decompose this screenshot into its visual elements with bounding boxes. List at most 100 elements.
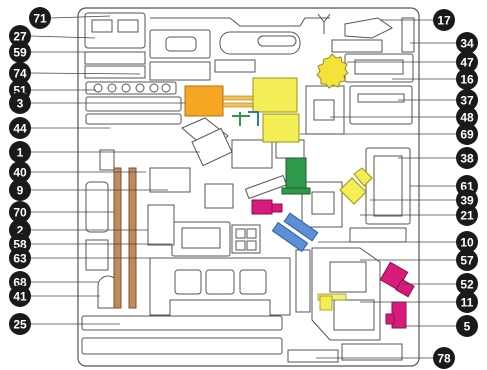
badge-circle xyxy=(9,201,31,223)
badge-circle xyxy=(456,51,478,73)
part-orange-box xyxy=(184,85,224,117)
badge-circle xyxy=(456,273,478,295)
badge-circle xyxy=(433,9,455,31)
badge-circle xyxy=(9,141,31,163)
badge-number: 69 xyxy=(460,127,474,141)
part-blue xyxy=(271,221,309,253)
badge-circle xyxy=(456,291,478,313)
badge-number: 41 xyxy=(13,289,27,303)
callout-badge-right-6: 69 xyxy=(456,123,478,145)
badge-number: 39 xyxy=(460,193,474,207)
badge-circle xyxy=(456,89,478,111)
badge-number: 10 xyxy=(460,235,474,249)
part-yellow-box-lower xyxy=(262,113,300,143)
badge-circle xyxy=(433,347,455,369)
badge-number: 5 xyxy=(464,319,471,333)
badge-circle xyxy=(9,25,31,47)
badge-number: 2 xyxy=(17,223,24,237)
badge-number: 63 xyxy=(13,251,27,265)
badge-number: 11 xyxy=(461,295,474,309)
callout-badge-right-16: 78 xyxy=(433,347,455,369)
part-number-badges: 7127597451344140970258636841251734471637… xyxy=(9,7,478,369)
callout-badge-right-11: 10 xyxy=(456,231,478,253)
callout-badge-right-0: 17 xyxy=(433,9,455,31)
callout-badge-right-12: 57 xyxy=(456,249,478,271)
part-green xyxy=(285,157,307,189)
badge-number: 57 xyxy=(460,253,474,267)
badge-number: 21 xyxy=(460,208,474,222)
callout-badge-right-5: 48 xyxy=(456,106,478,128)
badge-number: 59 xyxy=(13,45,27,59)
badge-number: 9 xyxy=(17,183,24,197)
badge-number: 48 xyxy=(460,110,474,124)
badge-circle xyxy=(456,231,478,253)
badge-circle xyxy=(29,7,51,29)
badge-circle xyxy=(9,247,31,269)
callout-badge-left-16: 25 xyxy=(9,313,31,335)
callout-badge-right-4: 37 xyxy=(456,89,478,111)
leader-line-left-1 xyxy=(30,35,96,39)
leader-line-left-0 xyxy=(50,15,111,19)
badge-circle xyxy=(9,313,31,335)
badge-circle xyxy=(456,68,478,90)
part-brown-bar-left xyxy=(113,167,122,309)
callout-badge-right-7: 38 xyxy=(456,147,478,169)
badge-circle xyxy=(9,62,31,84)
badge-circle xyxy=(456,106,478,128)
callout-badge-left-3: 74 xyxy=(9,62,31,84)
badge-number: 34 xyxy=(460,36,474,50)
badge-circle xyxy=(456,147,478,169)
badge-number: 78 xyxy=(437,351,451,365)
part-yellow-box-upper xyxy=(252,77,298,113)
leader-lines xyxy=(30,15,456,359)
badge-circle xyxy=(9,41,31,63)
part-outlines xyxy=(81,12,415,363)
colored-parts xyxy=(113,53,415,329)
badge-circle xyxy=(9,179,31,201)
badge-number: 17 xyxy=(437,13,451,27)
badge-number: 71 xyxy=(33,11,47,25)
badge-number: 25 xyxy=(13,317,27,331)
badge-number: 27 xyxy=(13,29,27,43)
callout-badge-right-13: 52 xyxy=(456,273,478,295)
part-yellow-gear xyxy=(316,53,349,89)
badge-circle xyxy=(456,249,478,271)
badge-circle xyxy=(456,32,478,54)
badge-number: 47 xyxy=(460,55,474,69)
callout-badge-right-3: 16 xyxy=(456,68,478,90)
part-brown-bar-right xyxy=(128,167,137,309)
callout-badge-left-1: 27 xyxy=(9,25,31,47)
leader-line-left-3 xyxy=(30,72,141,75)
callout-badge-left-15: 41 xyxy=(9,285,31,307)
badge-circle xyxy=(456,315,478,337)
callout-badge-left-5: 3 xyxy=(9,92,31,114)
callout-badge-right-1: 34 xyxy=(456,32,478,54)
badge-circle xyxy=(456,123,478,145)
part-magenta-left xyxy=(251,199,273,215)
badge-circle xyxy=(456,204,478,226)
badge-number: 3 xyxy=(17,96,24,110)
badge-circle xyxy=(9,285,31,307)
callout-badge-left-7: 1 xyxy=(9,141,31,163)
badge-number: 44 xyxy=(13,121,27,135)
callout-badge-left-9: 9 xyxy=(9,179,31,201)
badge-number: 70 xyxy=(13,205,27,219)
callout-badge-left-13: 63 xyxy=(9,247,31,269)
badge-number: 37 xyxy=(460,93,474,107)
badge-number: 52 xyxy=(460,277,474,291)
badge-circle xyxy=(9,117,31,139)
badge-circle xyxy=(9,92,31,114)
callout-badge-left-10: 70 xyxy=(9,201,31,223)
badge-number: 40 xyxy=(13,165,27,179)
callout-badge-right-2: 47 xyxy=(456,51,478,73)
callout-badge-left-0: 71 xyxy=(29,7,51,29)
callout-badge-right-10: 21 xyxy=(456,204,478,226)
badge-number: 1 xyxy=(17,145,24,159)
callout-badge-left-6: 44 xyxy=(9,117,31,139)
callout-badge-right-14: 11 xyxy=(456,291,478,313)
callout-badge-left-8: 40 xyxy=(9,161,31,183)
callout-badge-right-15: 5 xyxy=(456,315,478,337)
badge-number: 38 xyxy=(460,151,474,165)
callout-badge-left-2: 59 xyxy=(9,41,31,63)
